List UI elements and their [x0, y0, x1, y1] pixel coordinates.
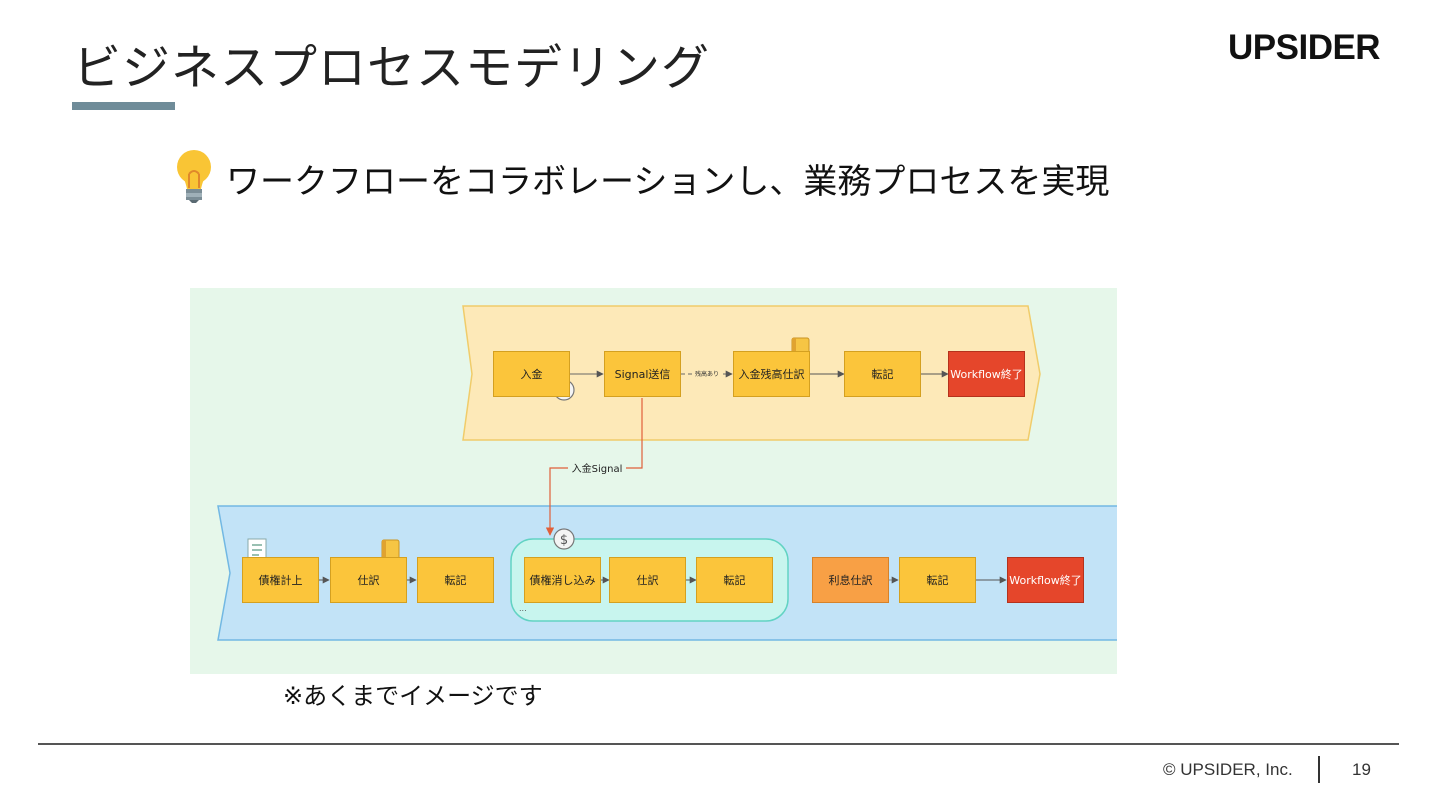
- task-receivable-clearing: 債権消し込み: [524, 557, 601, 603]
- lightbulb-icon: [172, 148, 216, 208]
- footer-separator: [1318, 756, 1320, 783]
- task-receivable-record: 債権計上: [242, 557, 319, 603]
- condition-label: 残高あり: [695, 370, 719, 378]
- task-journal-1: 仕訳: [330, 557, 407, 603]
- task-interest-journal: 利息仕訳: [812, 557, 889, 603]
- footer-divider: [38, 743, 1399, 745]
- task-posting-1: 転記: [417, 557, 494, 603]
- task-top-workflow-end: Workflow終了: [948, 351, 1025, 397]
- slide-title: ビジネスプロセスモデリング: [73, 40, 711, 96]
- task-signal-send: Signal送信: [604, 351, 681, 397]
- title-underline: [72, 102, 175, 110]
- task-journal-2: 仕訳: [609, 557, 686, 603]
- task-deposit-balance-journal: 入金残高仕訳: [733, 351, 810, 397]
- signal-label: 入金Signal: [572, 462, 623, 475]
- group-ellipsis: ...: [519, 604, 527, 613]
- task-posting-3: 転記: [899, 557, 976, 603]
- upsider-logo: UPSIDER: [1228, 28, 1381, 67]
- page-number: 19: [1352, 760, 1371, 779]
- task-bottom-workflow-end: Workflow終了: [1007, 557, 1084, 603]
- workflow-diagram: ... 残高あり 入金Signal $ $: [190, 288, 1117, 674]
- task-deposit: 入金: [493, 351, 570, 397]
- task-posting-2: 転記: [696, 557, 773, 603]
- svg-text:$: $: [560, 533, 568, 548]
- receipt-icon: [247, 538, 267, 562]
- image-note: ※あくまでイメージです: [283, 682, 543, 710]
- copyright: © UPSIDER, Inc.: [1163, 760, 1293, 779]
- dollar-icon: $: [553, 528, 575, 550]
- task-top-posting: 転記: [844, 351, 921, 397]
- subtitle-text: ワークフローをコラボレーションし、業務プロセスを実現: [226, 161, 1110, 202]
- subtitle-row: ワークフローをコラボレーションし、業務プロセスを実現: [172, 150, 1109, 206]
